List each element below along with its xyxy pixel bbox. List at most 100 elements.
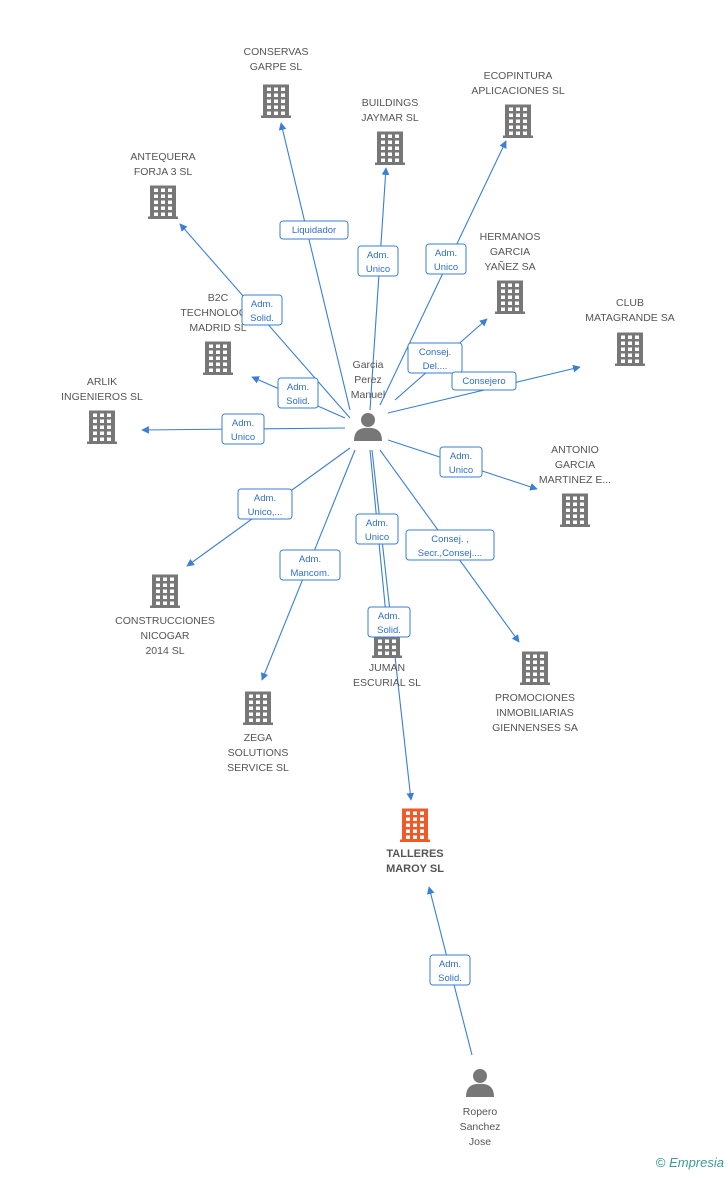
edge-label-text: Consej. , — [431, 534, 469, 545]
edge-label-text: Adm. — [232, 418, 254, 429]
company-building-icon — [203, 341, 233, 375]
node-label: B2C — [208, 292, 229, 304]
node-label: GARCIA — [555, 459, 595, 471]
edge-label-antequera[interactable]: Adm. Solid. — [241, 294, 283, 326]
edge-label-talleres-ropero[interactable]: Adm. Solid. — [429, 954, 471, 986]
edge-label-text: Unico — [231, 432, 255, 443]
company-building-icon — [560, 493, 590, 527]
edge-label-text: Adm. — [366, 518, 388, 529]
edge-label-text: Adm. — [435, 248, 457, 259]
edge-label-antonio[interactable]: Adm.Unico — [439, 446, 483, 478]
node-label: GARCIA — [490, 246, 530, 258]
edge-label-text: Secr.,Consej.... — [418, 548, 482, 559]
edge-label-text: Unico — [366, 264, 390, 275]
node-label: MARTINEZ E... — [539, 474, 611, 486]
edge-label-construcciones[interactable]: Adm.Unico,... — [237, 488, 293, 520]
edge-label-conservas[interactable]: Liquidador — [279, 220, 349, 240]
node-label: CLUB — [616, 297, 644, 309]
node-label: Perez — [354, 374, 381, 386]
edge-label-text: Adm. — [299, 554, 321, 565]
node-label: GARPE SL — [250, 61, 303, 73]
edge-labels-layer: LiquidadorAdm.UnicoAdm.UnicoAdm.Solid.Co… — [221, 220, 517, 986]
person-icon — [354, 413, 382, 441]
node-label: GIENNENSES SA — [492, 722, 578, 734]
person-icon — [466, 1069, 494, 1097]
node-b2c[interactable]: B2C TECHNOLOG... MADRID SL — [180, 292, 256, 375]
node-label: ESCURIAL SL — [353, 677, 421, 689]
edge-label-text: Consej. — [419, 347, 451, 358]
edge-label-text: Mancom. — [290, 568, 329, 579]
company-building-icon — [150, 574, 180, 608]
node-club[interactable]: CLUB MATAGRANDE SA — [585, 297, 675, 366]
edge-label-juman[interactable]: Adm.Unico — [355, 513, 399, 545]
copyright-footer: © Empresia — [656, 1155, 724, 1170]
edge-label-text: Adm. — [287, 382, 309, 393]
node-label: JUMAN — [369, 662, 405, 674]
company-building-icon — [503, 104, 533, 138]
edge-label-text: Adm. — [251, 299, 273, 310]
node-label: ARLIK — [87, 376, 117, 388]
node-label: SOLUTIONS — [228, 747, 289, 759]
edge-label-buildings[interactable]: Adm. Unico — [357, 245, 399, 277]
edge-label-text: Liquidador — [292, 225, 336, 236]
node-promociones[interactable]: PROMOCIONES INMOBILIARIAS GIENNENSES SA — [492, 651, 578, 735]
node-label: BUILDINGS — [362, 97, 419, 109]
node-hermanos[interactable]: HERMANOS GARCIA YAÑEZ SA — [480, 231, 541, 314]
node-label: TALLERES — [386, 848, 443, 860]
node-label: NICOGAR — [140, 630, 189, 642]
node-label: TECHNOLOG... — [180, 307, 255, 319]
edge-garcia-conservas — [278, 122, 351, 411]
company-building-icon — [615, 332, 645, 366]
node-label: INMOBILIARIAS — [496, 707, 574, 719]
edge-label-club[interactable]: Consejero — [451, 371, 517, 391]
edge-label-text: Adm. — [254, 493, 276, 504]
node-label: Manuel — [351, 389, 385, 401]
edge-label-text: Solid. — [286, 396, 310, 407]
edge-label-ecopintura[interactable]: Adm.Unico — [425, 243, 467, 275]
brand-logo-text[interactable]: Empresia — [669, 1155, 724, 1170]
node-label: HERMANOS — [480, 231, 541, 243]
copyright-symbol: © — [655, 1155, 666, 1170]
edge-label-zega[interactable]: Adm. Mancom. — [279, 549, 341, 581]
node-label: Ropero — [463, 1106, 498, 1118]
node-label: MADRID SL — [189, 322, 246, 334]
node-label: MATAGRANDE SA — [585, 312, 674, 324]
edge-label-text: Solid. — [250, 313, 274, 324]
company-building-icon — [375, 131, 405, 165]
edge-label-hermanos[interactable]: Consej. Del.... — [407, 342, 463, 374]
edge-label-b2c[interactable]: Adm. Solid. — [277, 377, 319, 409]
edge-label-text: Adm. — [378, 611, 400, 622]
node-label: SERVICE SL — [227, 762, 289, 774]
edge-label-text: Del.... — [423, 361, 448, 372]
edge-label-text: Adm. — [367, 250, 389, 261]
node-label: YAÑEZ SA — [484, 260, 535, 273]
edge-label-promociones[interactable]: Consej. , Secr.,Consej.... — [405, 529, 495, 561]
node-label: 2014 SL — [145, 645, 184, 657]
node-label: APLICACIONES SL — [471, 85, 565, 97]
node-ecopintura[interactable]: ECOPINTURA APLICACIONES SL — [471, 70, 565, 138]
edge-label-arlik[interactable]: Adm. Unico — [221, 413, 265, 445]
focus-company-building-icon — [400, 808, 430, 842]
company-building-icon — [243, 691, 273, 725]
node-label: Garcia — [353, 359, 384, 371]
node-label: ECOPINTURA — [484, 70, 553, 82]
edge-label-talleres[interactable]: Adm.Solid. — [367, 606, 411, 638]
edge-label-text: Adm. — [439, 959, 461, 970]
edge-label-text: Consejero — [462, 376, 505, 387]
node-label: Jose — [469, 1136, 491, 1148]
edge-label-text: Solid. — [438, 973, 462, 984]
company-building-icon — [87, 410, 117, 444]
node-label: PROMOCIONES — [495, 692, 575, 704]
